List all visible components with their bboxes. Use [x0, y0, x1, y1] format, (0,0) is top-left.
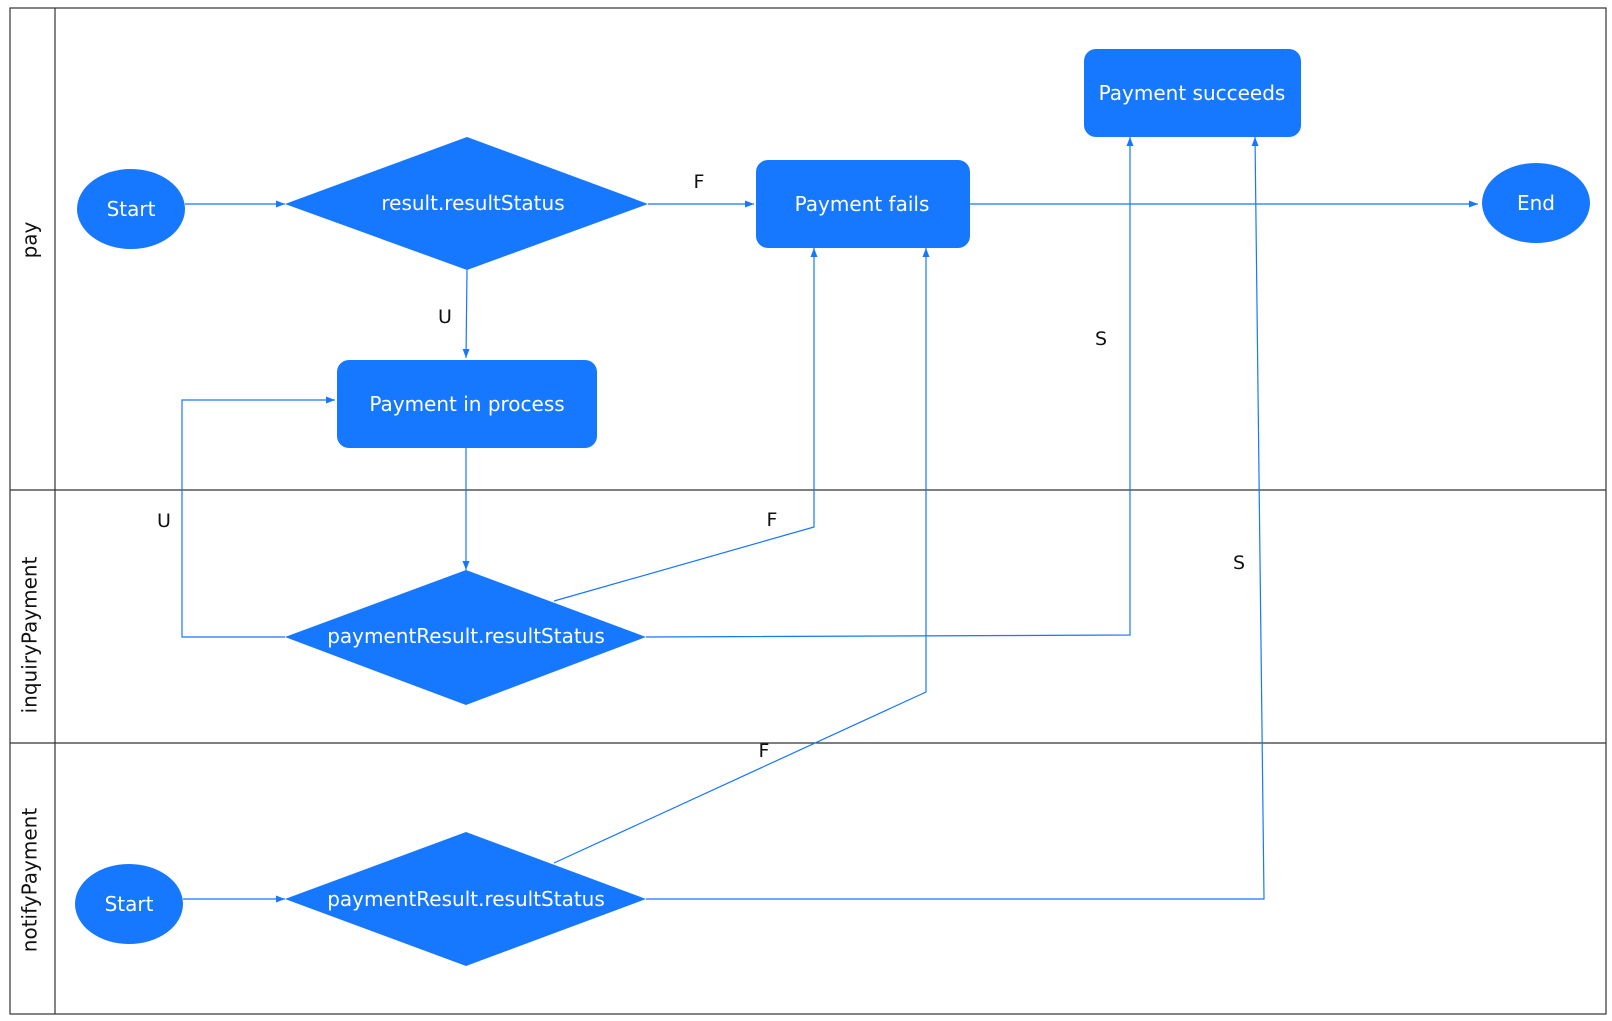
swimlane-frame [9, 7, 1607, 1015]
edge-label-inquiry-s: S [1095, 328, 1107, 350]
node-label: Start [107, 197, 156, 221]
process-box [1084, 49, 1301, 137]
decision-diamond [285, 137, 648, 270]
node-notify-decision: paymentResult.resultStatus [285, 832, 646, 966]
end-ellipse [1482, 163, 1590, 243]
node-pay-end: End [1482, 163, 1590, 243]
node-notify-start: Start [75, 864, 183, 944]
edge-pay-decision-u-to-in-process [462, 269, 470, 359]
lane-label-inquiry-payment: inquiryPayment [18, 556, 42, 713]
edges [181, 136, 1478, 903]
lane-label-pay: pay [18, 221, 42, 258]
edge-label-notify-f: F [759, 740, 770, 762]
node-label: Start [105, 892, 154, 916]
node-label: paymentResult.resultStatus [327, 624, 605, 648]
edge-notify-f-to-fails [553, 248, 930, 864]
lane-label-notify-payment: notifyPayment [18, 808, 42, 953]
node-inquiry-decision: paymentResult.resultStatus [285, 570, 646, 705]
node-pay-start: Start [77, 169, 185, 249]
process-box [756, 160, 970, 248]
process-box [337, 360, 597, 448]
node-label: result.resultStatus [381, 191, 564, 215]
edge-label-inquiry-f: F [767, 509, 778, 531]
edge-label-pay-f: F [694, 171, 705, 193]
edge-inquiry-s-to-succeeds [645, 137, 1134, 638]
node-pay-decision: result.resultStatus [285, 137, 648, 270]
pool-border [9, 7, 1607, 1015]
edge-inquiry-u-to-in-process [181, 396, 335, 638]
edge-label-inquiry-u: U [157, 510, 171, 532]
node-label: Payment in process [369, 392, 564, 416]
node-label: End [1517, 191, 1555, 215]
start-ellipse [75, 864, 183, 944]
node-payment-fails: Payment fails [756, 160, 970, 248]
node-label: Payment succeeds [1099, 81, 1286, 105]
edge-notify-s-to-succeeds [646, 136, 1265, 900]
node-label: paymentResult.resultStatus [327, 887, 605, 911]
start-ellipse [77, 169, 185, 249]
edge-label-pay-u: U [438, 306, 452, 328]
node-label: Payment fails [795, 192, 930, 216]
edge-inquiry-f-to-fails [553, 248, 818, 602]
node-payment-in-process: Payment in process [337, 360, 597, 448]
decision-diamond [285, 570, 646, 705]
node-payment-succeeds: Payment succeeds [1084, 49, 1301, 137]
decision-diamond [285, 832, 646, 966]
edge-label-notify-s: S [1233, 552, 1245, 574]
